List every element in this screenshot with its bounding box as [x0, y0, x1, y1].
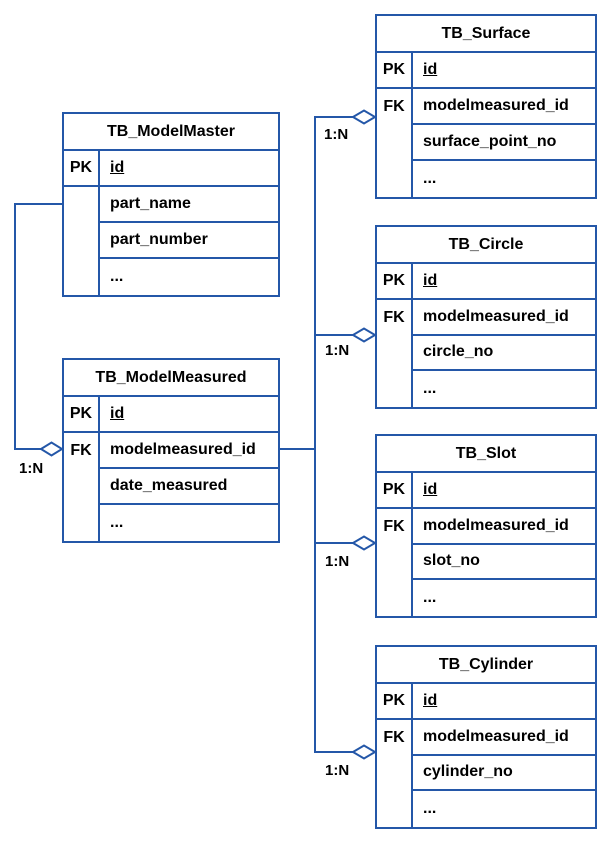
- field-row: surface_point_no: [413, 125, 595, 161]
- key-column: PK FK: [377, 684, 413, 827]
- field-column: id modelmeasured_id date_measured ...: [100, 397, 278, 541]
- pk-field-name: id: [423, 61, 438, 78]
- fk-label: [64, 187, 98, 223]
- field-column: id modelmeasured_id slot_no ...: [413, 473, 595, 616]
- table-title: TB_Surface: [377, 16, 595, 53]
- field-row: part_number: [100, 223, 278, 259]
- field-column: id part_name part_number ...: [100, 151, 278, 295]
- pk-label: PK: [64, 151, 98, 187]
- field-row: id: [100, 151, 278, 187]
- pk-field-name: id: [423, 480, 438, 498]
- diamond-icon: [351, 535, 377, 551]
- field-column: id modelmeasured_id surface_point_no ...: [413, 53, 595, 197]
- field-row: ...: [110, 268, 124, 285]
- table-tb-surface: TB_Surface PK FK id modelmeasured_id sur…: [375, 14, 597, 199]
- fk-label: FK: [383, 729, 405, 746]
- cardinality-label: 1:N: [325, 553, 350, 570]
- table-title: TB_ModelMeasured: [64, 360, 278, 397]
- field-row: ...: [110, 514, 124, 531]
- field-row: id: [413, 53, 595, 89]
- cardinality-label: 1:N: [324, 126, 349, 143]
- diamond-icon: [351, 744, 377, 760]
- pk-label: PK: [377, 684, 411, 720]
- pk-field-name: id: [423, 271, 438, 289]
- fk-label: FK: [383, 309, 405, 326]
- field-row: id: [413, 264, 595, 300]
- pk-field-name: id: [423, 691, 438, 709]
- table-title: TB_ModelMaster: [64, 114, 278, 151]
- table-tb-modelmaster: TB_ModelMaster PK id part_name part_numb…: [62, 112, 280, 297]
- connector-trunk: [314, 116, 353, 753]
- key-column: PK FK: [377, 473, 413, 616]
- cardinality-label: 1:N: [325, 342, 350, 359]
- field-row: ...: [423, 589, 437, 607]
- diamond-icon: [351, 109, 377, 125]
- field-row: id: [413, 473, 595, 509]
- pk-label: PK: [377, 473, 411, 509]
- field-row: slot_no: [413, 545, 595, 581]
- connector-master-measured: [14, 203, 62, 450]
- key-column: PK FK: [377, 53, 413, 197]
- diamond-icon: [39, 441, 64, 457]
- table-tb-modelmeasured: TB_ModelMeasured PK FK id modelmeasured_…: [62, 358, 280, 543]
- field-row: ...: [423, 380, 437, 398]
- field-row: date_measured: [100, 469, 278, 505]
- field-row: ...: [423, 170, 437, 187]
- field-row: id: [413, 684, 595, 720]
- fk-label: FK: [383, 98, 405, 115]
- key-column: PK FK: [377, 264, 413, 407]
- pk-label: PK: [377, 53, 411, 89]
- field-row: id: [100, 397, 278, 433]
- fk-label: FK: [383, 518, 405, 535]
- pk-label: PK: [377, 264, 411, 300]
- cardinality-label: 1:N: [19, 460, 44, 477]
- key-column: PK FK: [64, 397, 100, 541]
- pk-field-name: id: [110, 405, 125, 422]
- pk-field-name: id: [110, 159, 125, 176]
- fk-label: FK: [70, 442, 92, 459]
- pk-label: PK: [64, 397, 98, 433]
- field-row: modelmeasured_id: [100, 433, 278, 469]
- field-row: modelmeasured_id: [413, 300, 595, 336]
- table-tb-cylinder: TB_Cylinder PK FK id modelmeasured_id cy…: [375, 645, 597, 829]
- field-row: ...: [423, 800, 437, 818]
- field-row: circle_no: [413, 336, 595, 372]
- key-column: PK: [64, 151, 100, 295]
- table-title: TB_Slot: [377, 436, 595, 473]
- table-title: TB_Circle: [377, 227, 595, 264]
- field-row: modelmeasured_id: [413, 509, 595, 545]
- field-column: id modelmeasured_id circle_no ...: [413, 264, 595, 407]
- table-title: TB_Cylinder: [377, 647, 595, 684]
- cardinality-label: 1:N: [325, 762, 350, 779]
- field-row: modelmeasured_id: [413, 89, 595, 125]
- field-row: part_name: [100, 187, 278, 223]
- field-column: id modelmeasured_id cylinder_no ...: [413, 684, 595, 827]
- field-row: modelmeasured_id: [413, 720, 595, 756]
- table-tb-circle: TB_Circle PK FK id modelmeasured_id circ…: [375, 225, 597, 409]
- field-row: cylinder_no: [413, 756, 595, 792]
- table-tb-slot: TB_Slot PK FK id modelmeasured_id slot_n…: [375, 434, 597, 618]
- diamond-icon: [351, 327, 377, 343]
